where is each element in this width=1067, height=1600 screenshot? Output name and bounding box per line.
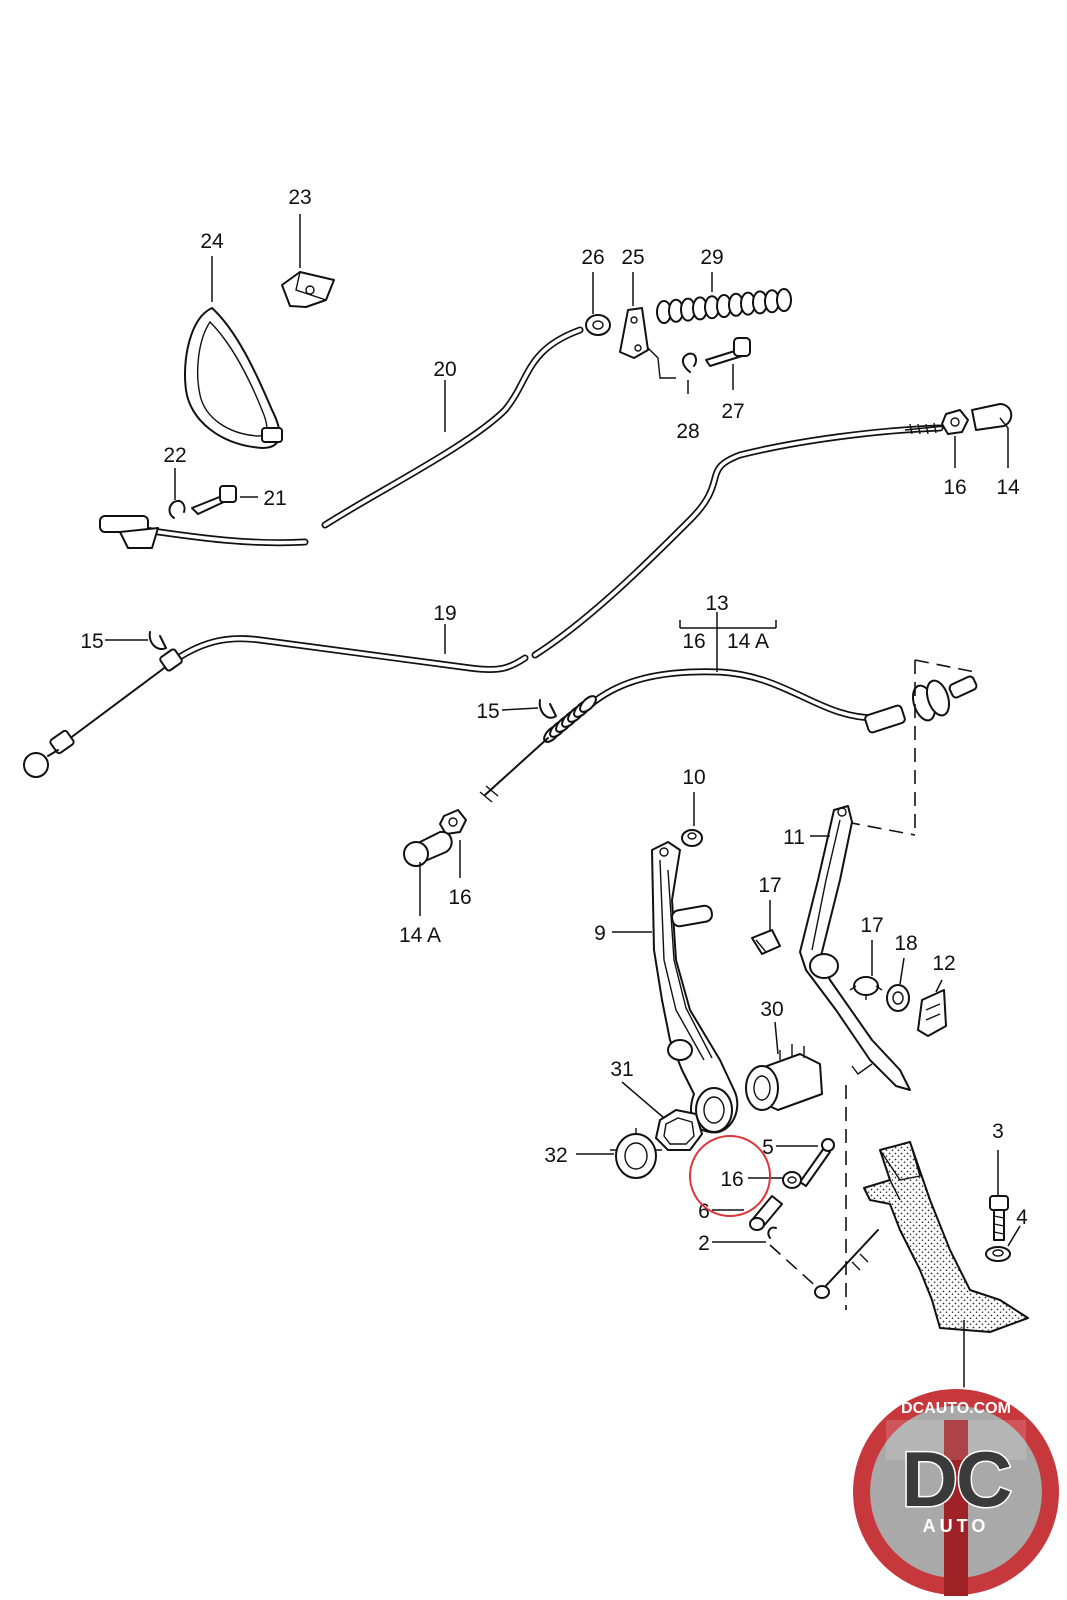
assembly-guide-lines	[769, 659, 976, 1310]
callout-5: 5	[762, 1136, 774, 1159]
part-32-ring-nut	[610, 1128, 662, 1179]
callout-14a: 14 A	[399, 924, 441, 947]
highlight-circle	[689, 1135, 771, 1217]
callout-9: 9	[594, 922, 606, 945]
dcauto-logo: DCAUTO.COM DC AUTO	[851, 1387, 1061, 1597]
part-13-cable	[479, 668, 978, 803]
part-5-bolt	[799, 1138, 835, 1187]
part-18-washer	[886, 984, 910, 1012]
part-9-pedal-lever	[651, 841, 739, 1134]
part-14a-end-cap	[403, 830, 453, 867]
part-24-clamp-band	[184, 307, 283, 449]
callout-25: 25	[621, 246, 644, 269]
part-23-bracket	[281, 271, 335, 308]
callout-22: 22	[163, 444, 186, 467]
callout-13-sub-14a: 14 A	[727, 630, 769, 653]
callout-31: 31	[610, 1058, 633, 1081]
spring-coil	[579, 695, 597, 713]
callout-29: 29	[700, 246, 723, 269]
part-29-boot	[656, 288, 792, 324]
callout-17-left: 17	[758, 874, 781, 897]
part-17-clip-left	[751, 929, 781, 955]
boot-rib	[776, 288, 792, 312]
part-1-accelerator-pedal	[814, 1141, 1029, 1333]
callout-28: 28	[676, 420, 699, 443]
callout-24: 24	[200, 230, 224, 253]
part-16-nut-mid	[439, 809, 467, 835]
callout-16-mid: 16	[448, 886, 471, 909]
part-4-washer	[985, 1246, 1011, 1262]
callout-30: 30	[760, 998, 783, 1021]
logo-word: AUTO	[923, 1516, 990, 1536]
part-2-clip	[767, 1226, 777, 1239]
callout-17-right: 17	[860, 914, 883, 937]
callout-16-top: 16	[943, 476, 966, 499]
part-16-nut-top	[941, 409, 969, 435]
part-3-bolt	[989, 1195, 1009, 1241]
part-25-plate	[619, 307, 649, 359]
part-12-spring-clip	[917, 989, 947, 1037]
callout-20: 20	[433, 358, 456, 381]
part-22-clip	[168, 500, 186, 519]
part-27-bolt	[705, 337, 751, 367]
part-15-clip-mid	[538, 699, 557, 719]
callout-11: 11	[783, 826, 805, 849]
callout-2: 2	[698, 1232, 710, 1255]
part-11-lever-arm	[799, 805, 911, 1091]
upper-cable-left-end	[99, 515, 309, 549]
callout-19: 19	[433, 602, 456, 625]
part-10-bushing	[681, 829, 703, 847]
callout-13-sub-16: 16	[682, 630, 705, 653]
part-16-nut-low	[782, 1171, 802, 1189]
callout-18: 18	[894, 932, 917, 955]
callout-27: 27	[721, 400, 744, 423]
callout-23: 23	[288, 186, 311, 209]
part-20-hose	[321, 326, 584, 529]
part-15-clip-left	[148, 631, 167, 650]
logo-monogram: DC	[902, 1435, 1011, 1523]
part-31-gasket	[655, 1109, 703, 1151]
callout-10: 10	[682, 766, 705, 789]
callout-14: 14	[996, 476, 1020, 499]
part-14-end-cap	[971, 403, 1013, 431]
callout-26: 26	[581, 246, 604, 269]
callout-6: 6	[698, 1200, 710, 1223]
part-19-cable	[23, 422, 946, 778]
part-28-clip	[647, 347, 697, 379]
callout-32: 32	[544, 1144, 567, 1167]
callout-3: 3	[992, 1120, 1004, 1143]
callout-13: 13	[705, 592, 728, 615]
part-6-pin	[749, 1195, 783, 1231]
callout-16-highlight: 16	[720, 1168, 743, 1191]
callout-4: 4	[1016, 1206, 1028, 1229]
callout-15-left: 15	[80, 630, 103, 653]
part-21-bolt	[191, 485, 237, 515]
callout-labels: 23 24 26 25 29 20 22 21 28 27 16 14 19 1…	[80, 186, 1028, 1255]
part-17-clip-right	[849, 976, 883, 1000]
part-26-nut	[585, 314, 611, 336]
logo-site-text: DCAUTO.COM	[901, 1400, 1011, 1417]
callout-15-mid: 15	[476, 700, 499, 723]
callout-21: 21	[263, 487, 286, 510]
callout-leader-lines	[105, 214, 1021, 1388]
part-30-kickdown-switch	[745, 1044, 823, 1111]
callout-12: 12	[932, 952, 955, 975]
